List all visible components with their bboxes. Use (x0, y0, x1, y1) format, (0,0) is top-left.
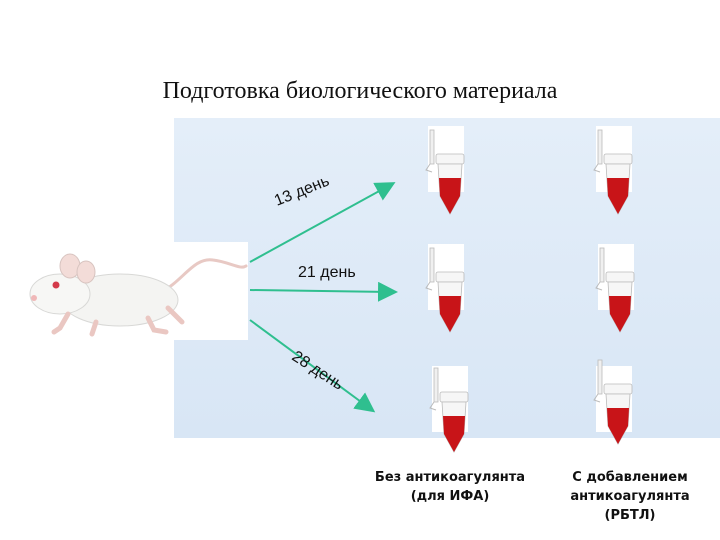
caption-line: Без антикоагулянта (374, 470, 526, 485)
blood-tube-icon (593, 129, 633, 215)
blood-tube-icon (425, 129, 465, 215)
slide-title: Подготовка биологического материала (162, 78, 558, 104)
caption-line: (РБТЛ) (604, 508, 656, 523)
caption-line: С добавлением (572, 470, 688, 485)
mouse-image-frame (8, 242, 248, 340)
white-mouse-image (29, 253, 248, 337)
caption-line: антикоагулянта (570, 489, 690, 504)
blood-tube-icon (595, 247, 635, 333)
caption-with-anticoagulant: С добавлением антикоагулянта (РБТЛ) (548, 468, 712, 525)
day-21-label: 21 день (298, 264, 356, 281)
blood-tube-icon (593, 359, 633, 445)
caption-line: (для ИФА) (410, 489, 490, 504)
arrow-13-day (249, 182, 396, 263)
arrow-28-day (249, 319, 376, 413)
blood-tube-icon (425, 247, 465, 333)
caption-no-anticoagulant: Без антикоагулянта (для ИФА) (360, 468, 540, 506)
arrow-21-day (249, 281, 398, 302)
blood-tube-icon (429, 367, 469, 453)
